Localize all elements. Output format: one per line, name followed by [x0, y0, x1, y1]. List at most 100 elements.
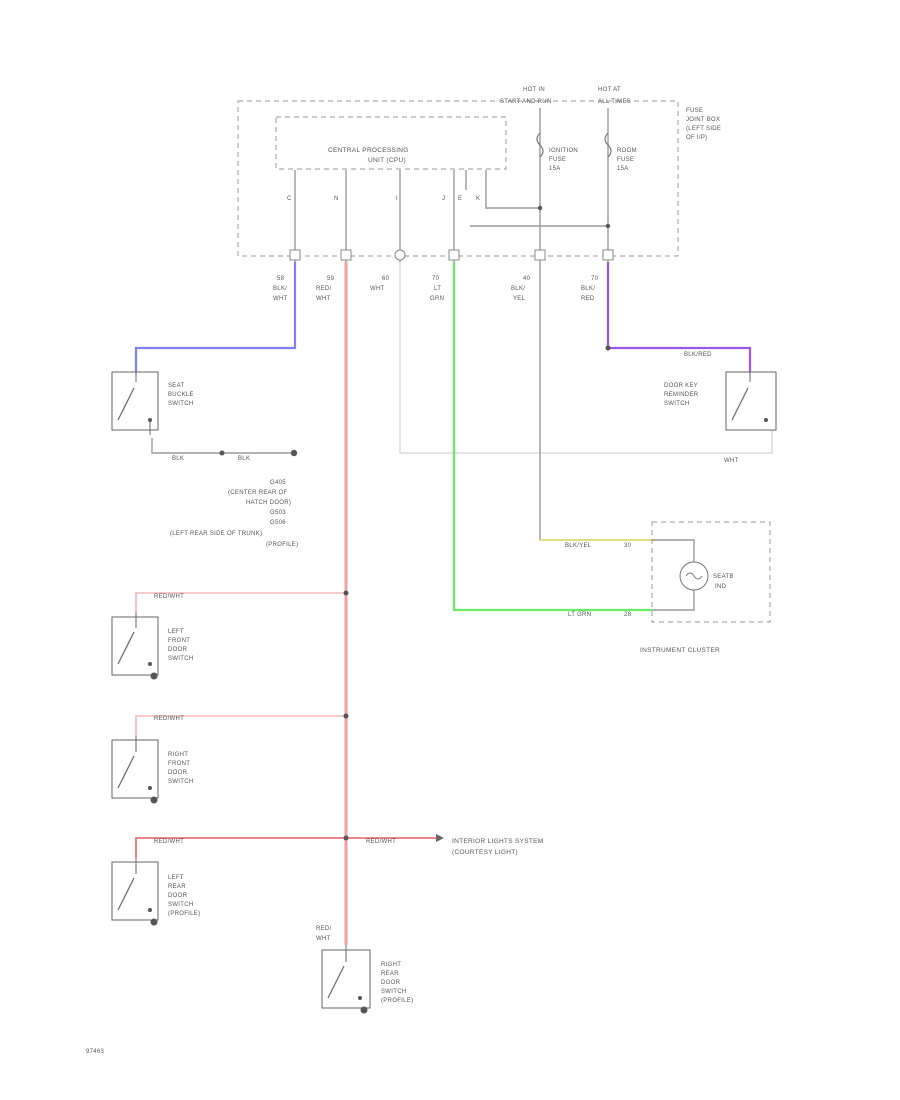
seat-buckle-switch: [111, 371, 159, 435]
rr-wire-2: WHT: [316, 936, 331, 942]
rf-door-label-1: RIGHT: [168, 752, 188, 758]
hot-at-label: HOT AT: [598, 87, 621, 93]
instrument-cluster-label: INSTRUMENT CLUSTER: [640, 647, 720, 654]
lr-door-label-1: LEFT: [168, 875, 184, 881]
rf-door-wire: RED/WHT: [154, 716, 184, 722]
hot-at-mode: ALL TIMES: [598, 99, 631, 105]
room-fuse-label-1: ROOM: [617, 148, 637, 154]
lf-door-label-2: FRONT: [168, 638, 190, 644]
svg-text:40: 40: [523, 276, 531, 282]
ignition-fuse: IGNITION FUSE 15A: [536, 108, 578, 262]
fuse-joint-box: [237, 100, 679, 257]
seat-buckle-label-3: SWITCH: [168, 401, 193, 407]
rr-door-label-5: (PROFILE): [381, 998, 413, 1004]
interior-light-wire: RED/WHT: [366, 839, 396, 845]
seat-buckle-label-1: SEAT: [168, 383, 184, 389]
room-fuse-label-3: 15A: [617, 166, 629, 172]
rf-door-label-4: SWITCH: [168, 779, 193, 785]
svg-text:60: 60: [382, 276, 390, 282]
rr-door-label-4: SWITCH: [381, 989, 406, 995]
lr-door-label-2: REAR: [168, 884, 186, 890]
key-reminder-label-3: SWITCH: [664, 401, 689, 407]
svg-text:WHT: WHT: [316, 296, 331, 302]
cluster-pin-top: 30: [624, 543, 632, 549]
svg-text:YEL: YEL: [513, 296, 526, 302]
svg-text:G503: G503: [270, 510, 286, 516]
internal-wire-ign: [485, 190, 540, 209]
rf-door-label-3: DOOR: [168, 770, 188, 776]
left-front-door-switch: [111, 612, 159, 680]
ground-note: G405 (CENTER REAR OF HATCH DOOR) G503 G5…: [170, 480, 298, 548]
wire-label-70-ltgrn: 70 LT GRN: [430, 276, 444, 302]
bulb-label-1: SEATB: [713, 574, 734, 580]
wire-label-59: 59 RED/ WHT: [316, 276, 335, 302]
hot-in-mode: START AND RUN: [500, 99, 552, 105]
svg-text:(CENTER REAR OF: (CENTER REAR OF: [228, 490, 288, 496]
svg-text:WHT: WHT: [370, 286, 385, 292]
svg-text:58: 58: [277, 276, 285, 282]
lr-door-label-5: (PROFILE): [168, 911, 200, 917]
room-fuse: ROOM FUSE 15A: [604, 108, 637, 262]
rr-door-label-1: RIGHT: [381, 962, 401, 968]
key-reminder-wht: WHT: [724, 458, 739, 464]
cpu-pin-i: I: [396, 196, 398, 202]
wire-red-lf-door: [135, 592, 346, 612]
key-reminder-label-2: REMINDER: [664, 392, 699, 398]
seatbelt-indicator-bulb: [679, 561, 709, 591]
cpu-title-1: CENTRAL PROCESSING: [328, 147, 409, 154]
ignition-fuse-label-2: FUSE: [549, 157, 566, 163]
cpu-title-2: UNIT (CPU): [368, 157, 406, 164]
lf-door-wire: RED/WHT: [154, 594, 184, 600]
fuse-box-label-4: OF I/P): [686, 135, 707, 141]
lf-door-label-3: DOOR: [168, 647, 188, 653]
svg-text:HATCH DOOR): HATCH DOOR): [246, 500, 291, 506]
wire-red-lr-door: [135, 837, 346, 858]
ground-wire-label-2: BLK: [238, 456, 250, 462]
wire-red-rf-door: [135, 715, 346, 736]
svg-text:(LEFT REAR SIDE OF TRUNK): (LEFT REAR SIDE OF TRUNK): [170, 531, 262, 537]
svg-text:RED: RED: [581, 296, 595, 302]
svg-text:GRN: GRN: [430, 296, 444, 302]
wire-purple-key-reminder: [606, 262, 752, 372]
cpu-pin-n: N: [334, 196, 339, 202]
svg-text:70: 70: [591, 276, 599, 282]
rr-door-label-2: REAR: [381, 971, 399, 977]
svg-text:70: 70: [432, 276, 440, 282]
svg-text:(PROFILE): (PROFILE): [266, 542, 298, 548]
ground-wire: [151, 438, 292, 454]
fuse-box-label-1: FUSE: [686, 108, 703, 114]
ignition-fuse-label-1: IGNITION: [549, 148, 578, 154]
room-fuse-label-2: FUSE: [617, 157, 634, 163]
cluster-wire-bot: LT GRN: [568, 612, 591, 618]
bulb-label-2: IND: [715, 584, 727, 590]
cpu-pin-e: E: [458, 196, 462, 202]
cpu-pin-c: C: [287, 196, 292, 202]
left-rear-door-switch: [111, 858, 159, 926]
interior-light-label-1: INTERIOR LIGHTS SYSTEM: [452, 838, 543, 845]
key-reminder-wire: BLK/RED: [684, 352, 712, 358]
svg-text:59: 59: [327, 276, 335, 282]
svg-text:BLK/: BLK/: [511, 286, 525, 292]
rr-door-label-3: DOOR: [381, 980, 401, 986]
wire-white-key-reminder: [399, 262, 773, 454]
svg-text:G506: G506: [270, 520, 286, 526]
lr-door-wire: RED/WHT: [154, 839, 184, 845]
svg-text:LT: LT: [434, 286, 441, 292]
cluster-pin-bot: 28: [624, 612, 632, 618]
interior-light-label-2: (COURTESY LIGHT): [452, 849, 518, 856]
wire-label-58: 58 BLK/ WHT: [273, 276, 287, 302]
svg-text:BLK/: BLK/: [581, 286, 595, 292]
lr-door-label-4: SWITCH: [168, 902, 193, 908]
svg-text:BLK/: BLK/: [273, 286, 287, 292]
lf-door-label-4: SWITCH: [168, 656, 193, 662]
svg-text:G405: G405: [270, 480, 286, 486]
lr-door-label-3: DOOR: [168, 893, 188, 899]
wire-blue-seat-buckle: [134, 262, 297, 372]
cpu-pin-k: K: [476, 196, 480, 202]
cpu-pin-j: J: [442, 196, 445, 202]
rf-door-label-2: FRONT: [168, 761, 190, 767]
ground-wire-label-1: BLK: [172, 456, 184, 462]
fuse-box-label-3: (LEFT SIDE: [686, 126, 721, 132]
cpu-box: [275, 116, 507, 170]
wire-label-60: 60 WHT: [370, 276, 390, 292]
